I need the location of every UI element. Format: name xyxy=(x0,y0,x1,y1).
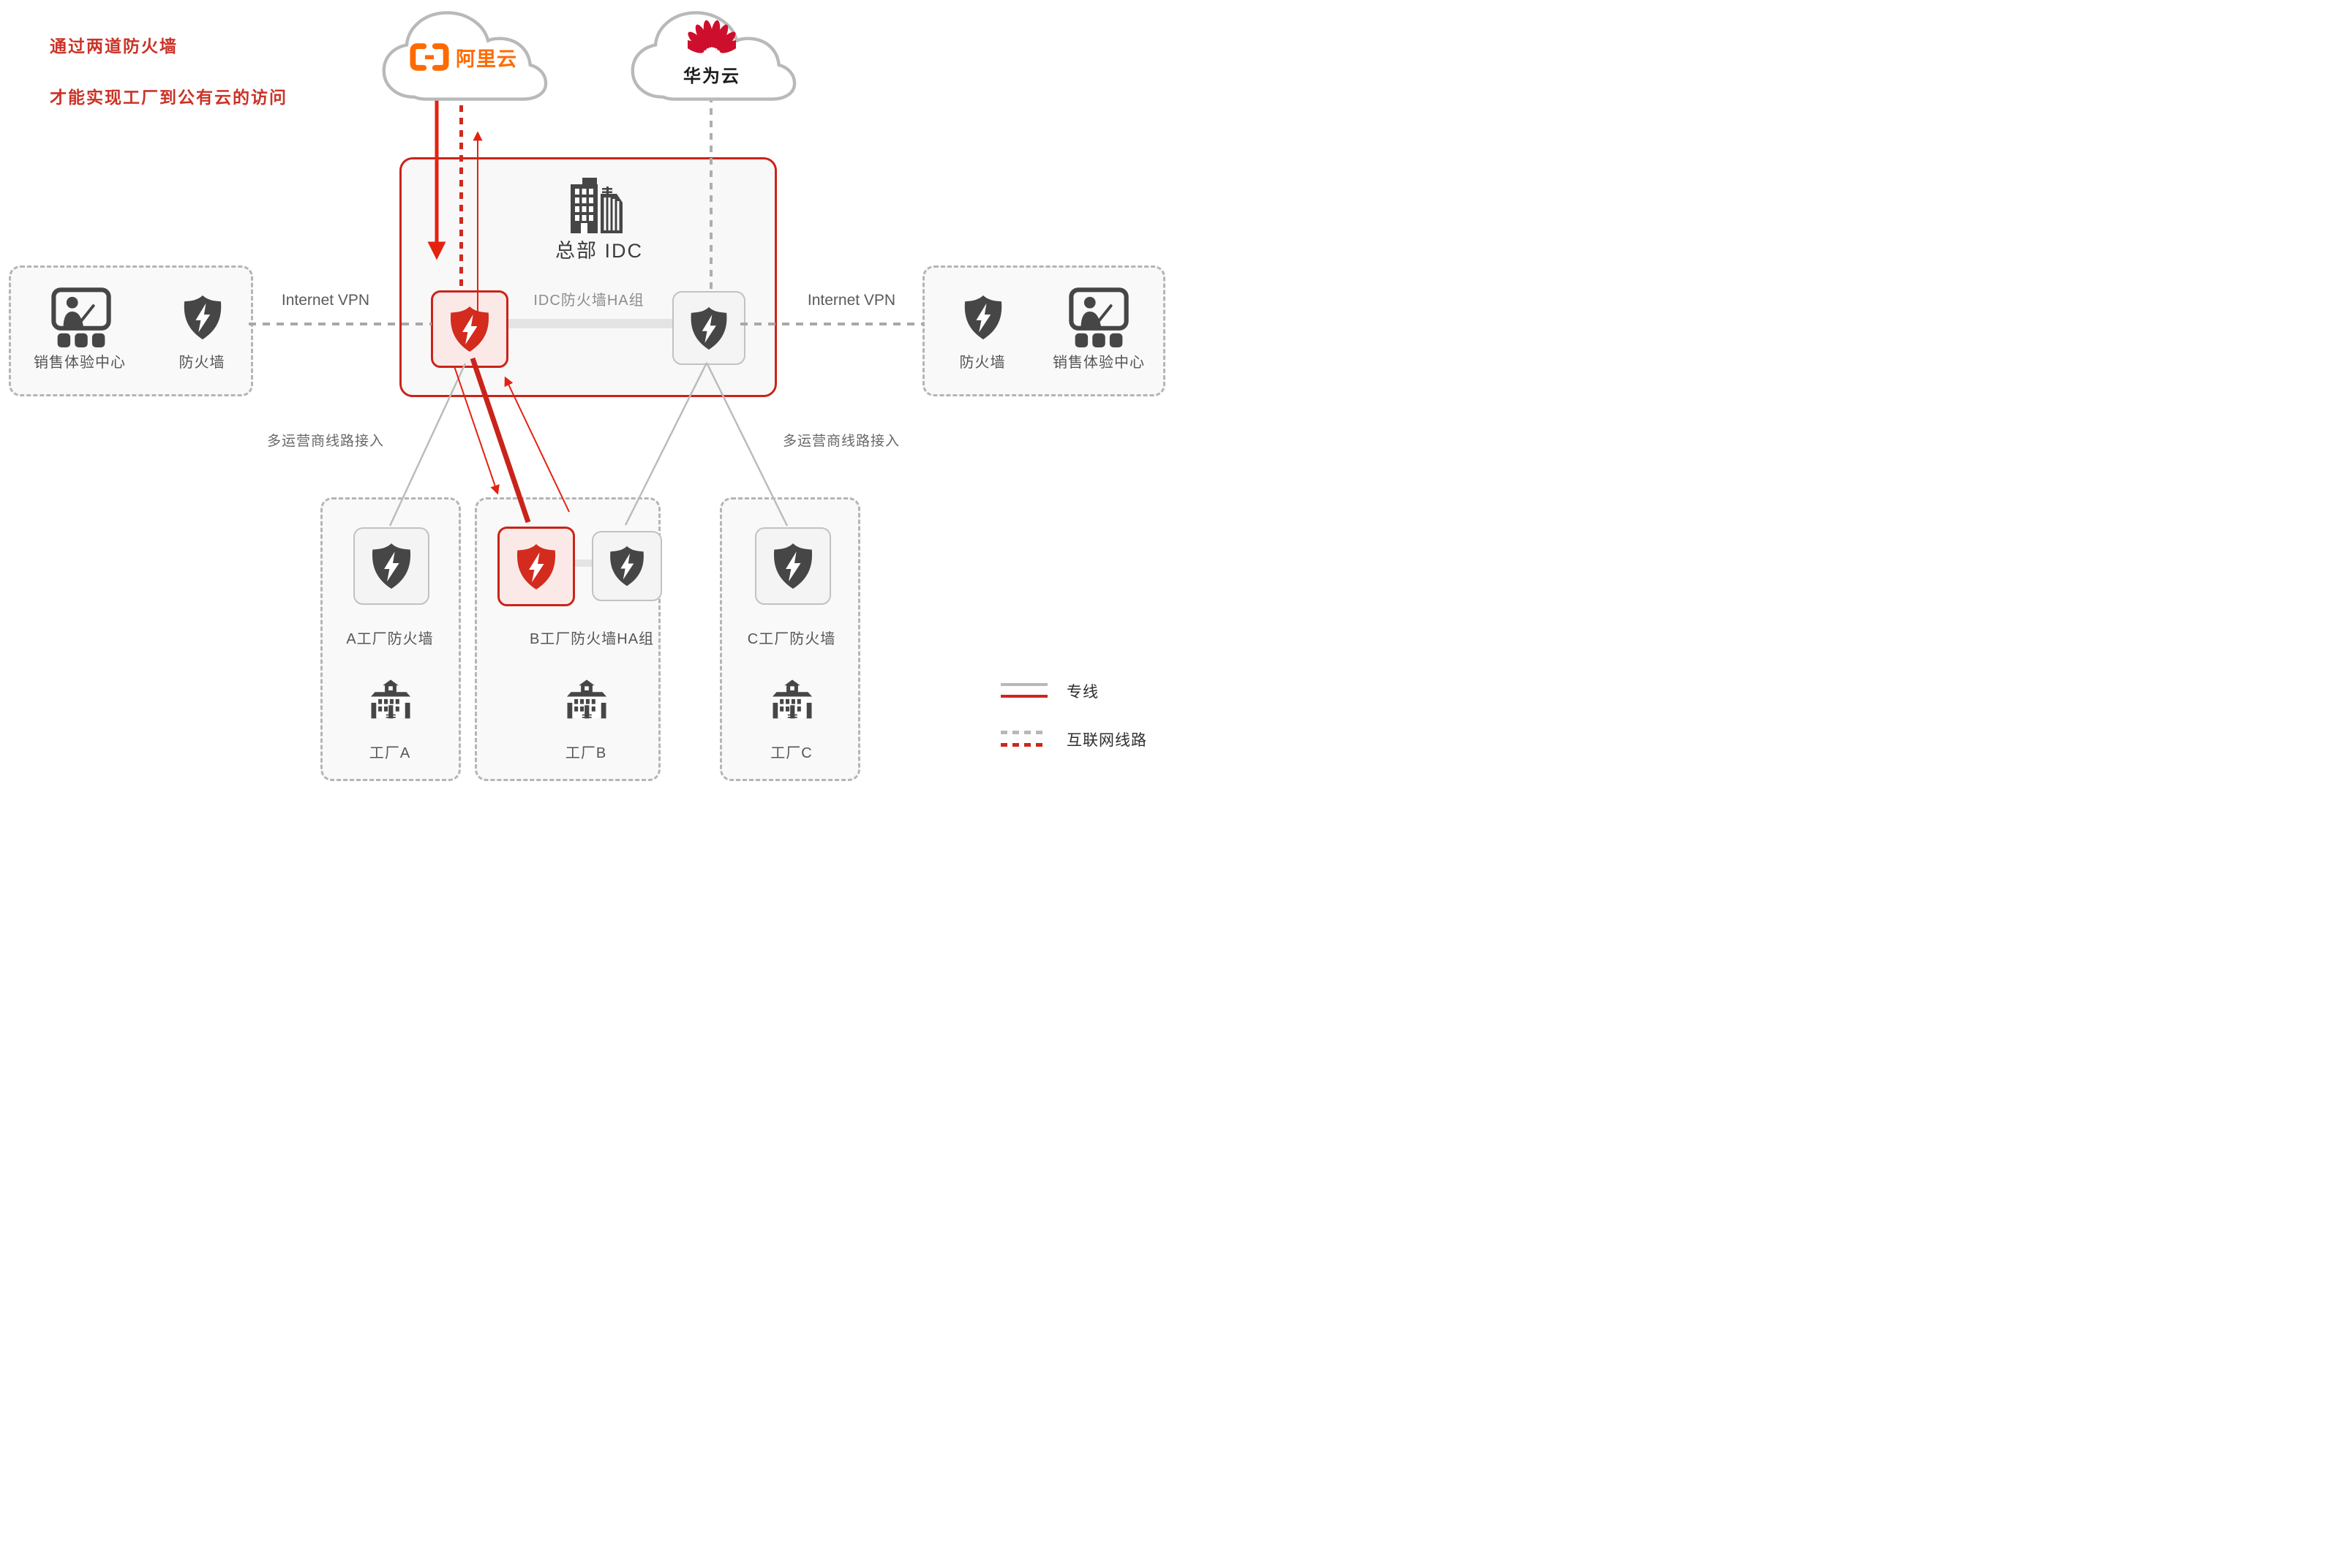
annotation-line-1: 通过两道防火墙 xyxy=(50,37,178,56)
firewall-shield-icon xyxy=(769,542,817,590)
firewall-label: 防火墙 xyxy=(178,355,225,371)
network-diagram: 通过两道防火墙 才能实现工厂到公有云的访问 阿里云 华为云 总部 IDC IDC… xyxy=(0,0,1165,784)
legend-dedicated-label: 专线 xyxy=(1067,684,1099,701)
factory-c-box: C工厂防火墙 工厂C xyxy=(720,497,860,781)
factory-b-firewall-label: B工厂防火墙HA组 xyxy=(529,631,655,647)
factory-a-name: 工厂A xyxy=(369,745,411,761)
idc-box: 总部 IDC IDC防火墙HA组 xyxy=(399,157,777,397)
factory-a-firewall-label: A工厂防火墙 xyxy=(346,631,434,647)
ha-link xyxy=(504,319,677,328)
firewall-shield-icon xyxy=(686,306,732,351)
idc-firewall-primary xyxy=(431,290,508,368)
firewall-shield-icon xyxy=(512,543,560,591)
factory-b-box: B工厂防火墙HA组 工厂B xyxy=(475,497,662,781)
ha-link xyxy=(568,559,598,567)
headquarters-building-icon xyxy=(560,178,635,233)
firewall-shield-icon xyxy=(179,289,226,346)
internet-vpn-label-left: Internet VPN xyxy=(281,292,370,309)
factory-a-box: A工厂防火墙 工厂A xyxy=(320,497,461,781)
factory-c-firewall-label: C工厂防火墙 xyxy=(747,631,836,647)
huawei-label: 华为云 xyxy=(683,67,740,86)
aliyun-label: 阿里云 xyxy=(456,48,517,70)
legend-internet-label: 互联网线路 xyxy=(1067,732,1147,749)
idc-firewall-secondary xyxy=(672,291,745,365)
aliyun-logo-icon xyxy=(409,42,450,72)
huawei-cloud: 华为云 xyxy=(626,1,797,116)
legend-dedicated-red-line xyxy=(1001,695,1048,698)
factory-c-firewall xyxy=(755,527,831,605)
factory-b-firewall-primary xyxy=(497,527,575,606)
firewall-shield-icon xyxy=(367,542,416,590)
carrier-access-label-left: 多运营商线路接入 xyxy=(266,434,384,449)
vpn-line-right xyxy=(740,323,924,325)
annotation-note: 通过两道防火墙 才能实现工厂到公有云的访问 xyxy=(50,32,288,135)
internet-line-aliyun xyxy=(459,56,463,290)
factory-building-icon xyxy=(770,679,815,720)
sales-center-icon xyxy=(1067,286,1131,347)
carrier-access-label-right: 多运营商线路接入 xyxy=(782,434,900,449)
legend-dedicated-gray-line xyxy=(1001,683,1048,686)
huawei-logo-icon xyxy=(688,16,736,57)
factory-c-name: 工厂C xyxy=(770,745,813,761)
legend-internet-red-line xyxy=(1001,743,1048,747)
factory-a-firewall xyxy=(353,527,429,605)
firewall-shield-icon xyxy=(606,545,648,587)
idc-ha-label: IDC防火墙HA组 xyxy=(533,293,644,309)
legend-internet-gray-line xyxy=(1001,731,1048,734)
annotation-line-2: 才能实现工厂到公有云的访问 xyxy=(50,88,288,107)
aliyun-cloud: 阿里云 xyxy=(377,1,549,116)
firewall-shield-icon xyxy=(446,305,494,353)
firewall-shield-icon xyxy=(960,289,1007,346)
left-sales-site-box: 销售体验中心 防火墙 xyxy=(9,265,253,396)
sales-center-label: 销售体验中心 xyxy=(34,355,126,371)
firewall-label: 防火墙 xyxy=(959,355,1006,371)
right-sales-site-box: 防火墙 销售体验中心 xyxy=(922,265,1165,396)
sales-center-icon xyxy=(49,286,113,347)
sales-center-label: 销售体验中心 xyxy=(1053,355,1145,371)
internet-line-huawei xyxy=(710,59,713,291)
factory-building-icon xyxy=(368,679,413,720)
idc-title: 总部 IDC xyxy=(555,240,643,262)
internet-vpn-label-right: Internet VPN xyxy=(807,292,896,309)
factory-building-icon xyxy=(564,679,609,720)
factory-b-firewall-secondary xyxy=(592,531,662,601)
factory-b-name: 工厂B xyxy=(565,745,607,761)
traffic-arrow-up xyxy=(504,376,570,513)
vpn-line-left xyxy=(249,323,432,325)
